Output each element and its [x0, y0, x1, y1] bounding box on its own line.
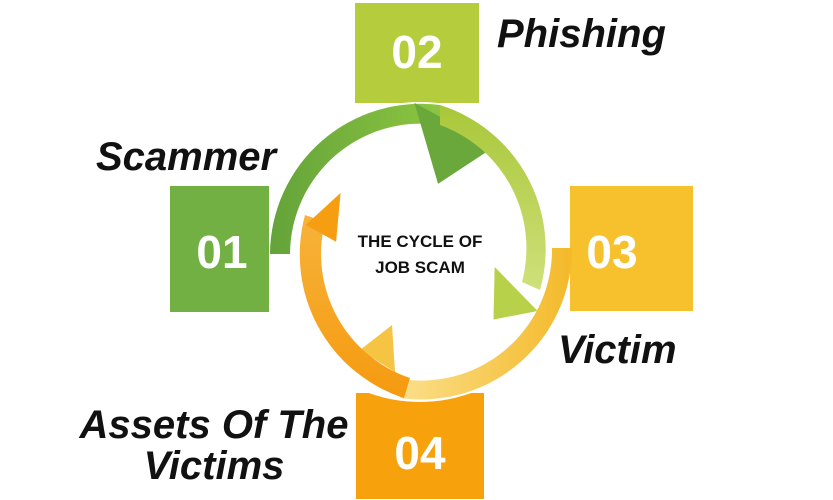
step-02-block: [355, 3, 479, 103]
step-03-number: 03: [586, 226, 637, 278]
arrow-head-orange: [305, 192, 341, 242]
step-01-label: Scammer: [96, 135, 277, 179]
arrow-phishing-to-victim: [440, 105, 546, 290]
step-03-block: [570, 186, 693, 311]
step-01-number: 01: [196, 226, 247, 278]
arrow-assets-to-scammer: [299, 215, 410, 398]
step-02-label: Phishing: [497, 12, 666, 56]
step-02-number: 02: [391, 26, 442, 78]
cycle-ring-background: [270, 102, 570, 402]
step-01-block: [170, 186, 269, 312]
cycle-title-line-1: THE CYCLE OF: [357, 232, 483, 251]
step-03-label: Victim: [558, 328, 677, 372]
cycle-title-line-2: JOB SCAM: [375, 258, 465, 278]
arrow-head-lime: [493, 266, 538, 320]
cycle-title: THE CYCLE OF JOB SCAM: [332, 229, 508, 282]
arrow-head-green: [414, 102, 495, 184]
step-04-number: 04: [394, 427, 446, 479]
step-04-label: Assets Of The Victims: [79, 403, 349, 489]
arrow-head-yellow: [360, 325, 395, 372]
arrow-victim-to-assets: [395, 248, 573, 400]
step-04-block: [356, 393, 484, 499]
